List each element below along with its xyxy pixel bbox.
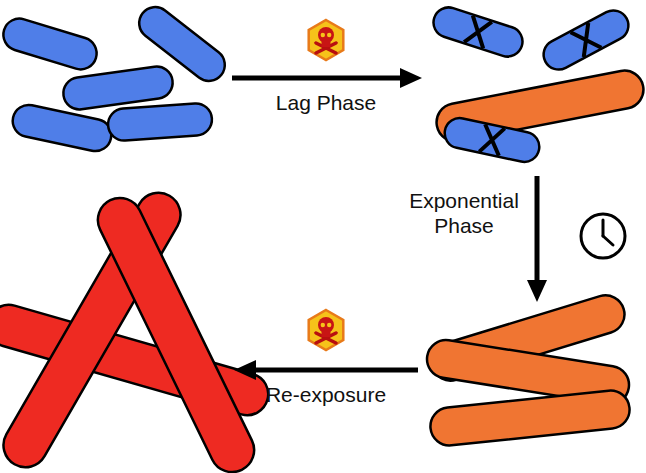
arrow-label: Exponential Phase [402,188,526,238]
arrow-label: Lag Phase [276,90,376,115]
arrow-label: Re-exposure [266,382,386,407]
